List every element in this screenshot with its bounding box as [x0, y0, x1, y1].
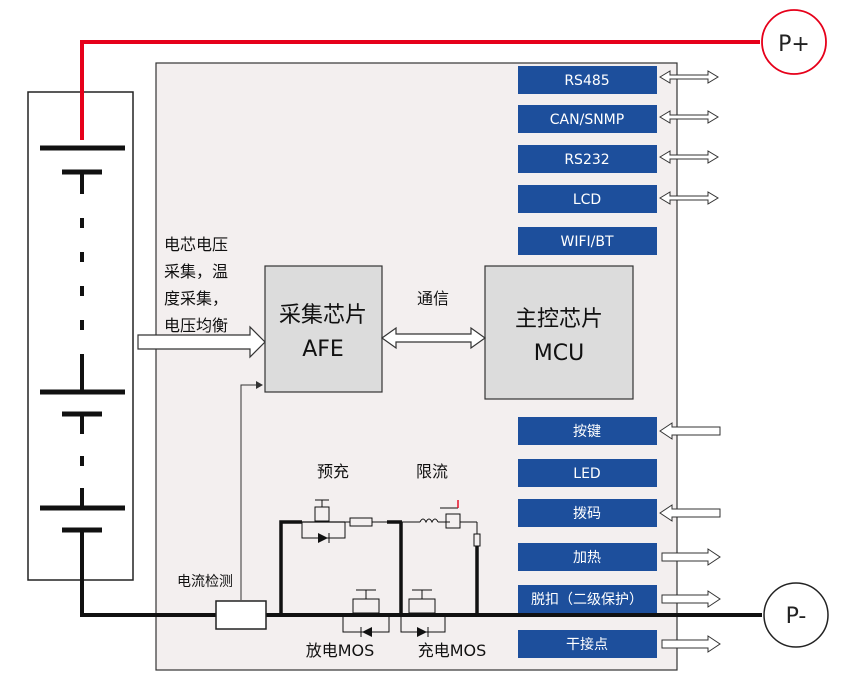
afe-chip-subtitle: AFE — [302, 337, 344, 362]
interface-rs485: RS485 — [518, 66, 719, 94]
dry-contact-label: 干接点 — [566, 636, 608, 653]
afe-chip-title: 采集芯片 — [279, 303, 367, 328]
interface-rs232: RS232 — [518, 145, 719, 173]
cell-sensing-label: 电芯电压 采集，温 度采集， 电压均衡 — [164, 235, 233, 335]
mcu-chip-subtitle: MCU — [534, 341, 584, 366]
interface-dry-contact: 干接点 — [518, 630, 721, 658]
dip-arrow-icon — [659, 504, 721, 522]
interface-heat: 加热 — [518, 543, 721, 571]
heat-panel — [518, 543, 657, 571]
charge-mos — [400, 589, 446, 637]
interface-can: CAN/SNMP — [518, 105, 719, 133]
positive-wire — [80, 40, 760, 140]
positive-terminal-label: P+ — [778, 32, 810, 57]
rs485-panel — [518, 66, 657, 94]
comm-double-arrow — [380, 326, 487, 350]
current-detect-label: 电流检测 — [177, 574, 233, 590]
lcd-label: LCD — [573, 192, 601, 208]
trip-label: 脱扣（二级保护） — [531, 592, 643, 608]
cell-sensing-arrow — [137, 325, 266, 359]
precharge-label: 预充 — [317, 462, 349, 481]
afe-chip: 采集芯片 AFE — [264, 265, 383, 393]
battery-cells — [40, 145, 125, 533]
positive-terminal: P+ — [761, 9, 827, 75]
negative-wire — [80, 530, 762, 617]
dip-panel — [518, 499, 657, 527]
discharge-mos — [342, 589, 390, 637]
comm-label: 通信 — [417, 289, 449, 308]
button-label: 按键 — [573, 424, 601, 440]
negative-terminal-label: P- — [786, 604, 807, 629]
mcu-chip: 主控芯片 MCU — [484, 265, 634, 400]
charge-mos-label: 充电MOS — [418, 641, 487, 660]
rs232-label: RS232 — [564, 152, 609, 168]
wifi-panel — [518, 227, 657, 255]
can-label: CAN/SNMP — [550, 112, 624, 128]
current-shunt — [215, 600, 267, 630]
negative-terminal: P- — [763, 582, 829, 648]
wifi-label: WIFI/BT — [560, 234, 613, 250]
interface-dip: 拨码 — [518, 499, 721, 527]
rs232-panel — [518, 145, 657, 173]
current-detect-line — [240, 381, 263, 600]
button-arrow-icon — [659, 422, 721, 440]
mcu-chip-title: 主控芯片 — [515, 307, 603, 332]
interface-led: LED — [518, 459, 657, 487]
trip-panel — [518, 585, 657, 613]
can-arrow-icon — [659, 110, 719, 124]
discharge-mos-label: 放电MOS — [306, 641, 375, 660]
interface-button: 按键 — [518, 417, 721, 445]
dry-contact-panel — [518, 630, 657, 658]
heat-label: 加热 — [573, 550, 601, 566]
current-limit-label: 限流 — [416, 462, 448, 481]
precharge-circuit — [279, 499, 481, 615]
interface-lcd: LCD — [518, 185, 719, 213]
lcd-panel — [518, 185, 657, 213]
interface-trip: 脱扣（二级保护） — [518, 585, 721, 613]
trip-arrow-icon — [661, 590, 721, 608]
rs485-arrow-icon — [659, 70, 719, 84]
dry-contact-arrow-icon — [661, 635, 721, 653]
rs485-label: RS485 — [564, 73, 609, 89]
dip-label: 拨码 — [573, 506, 601, 522]
led-label: LED — [573, 466, 600, 482]
lcd-arrow-icon — [659, 191, 719, 205]
rs232-arrow-icon — [659, 150, 719, 164]
can-panel — [518, 105, 657, 133]
button-panel — [518, 417, 657, 445]
interface-wifi: WIFI/BT — [518, 227, 657, 255]
led-panel — [518, 459, 657, 487]
heat-arrow-icon — [661, 548, 721, 566]
